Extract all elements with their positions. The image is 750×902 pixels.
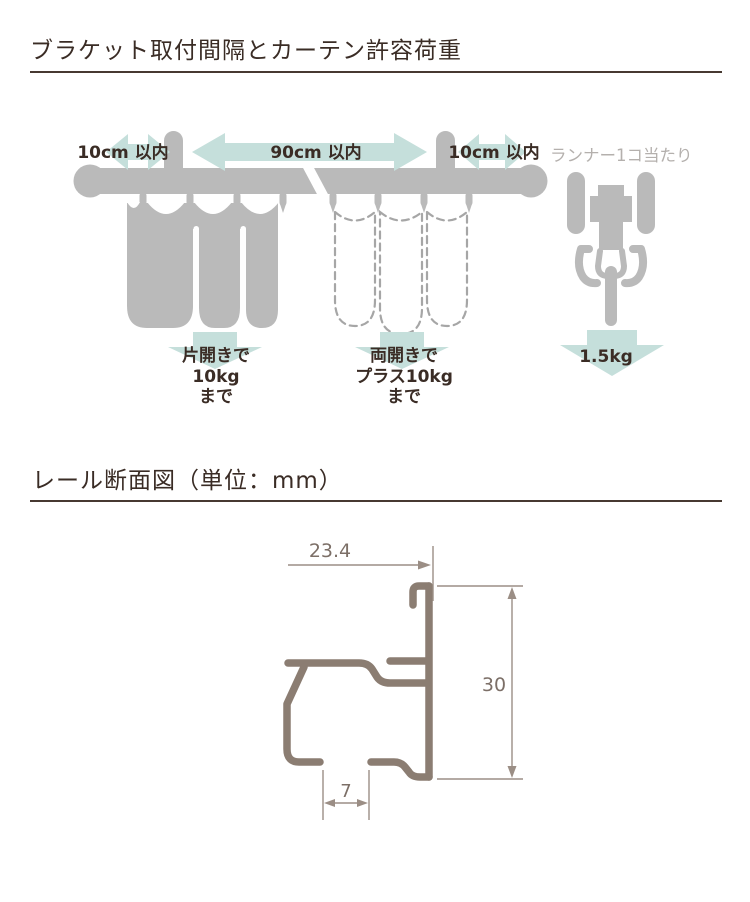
dim-width-arrowhead (418, 560, 431, 570)
claw-right (621, 245, 648, 288)
double-open-line2: プラス10kg (355, 366, 453, 387)
runner-load-arrow-icon (560, 330, 664, 376)
spacing-label-left: 10cm 以内 (77, 142, 168, 163)
runner-pin (605, 266, 617, 326)
load-arrow-single-icon (168, 332, 262, 369)
dim-height-lines (437, 585, 523, 780)
rail-profile (283, 582, 433, 781)
profile-bottom-right (367, 758, 433, 781)
hook (374, 192, 382, 213)
curtain-solid (127, 203, 278, 328)
curtain-dashed (333, 209, 469, 336)
bracket-left (164, 131, 183, 179)
runner-body-tab (598, 185, 624, 198)
double-open-line1: 両開きで (370, 346, 438, 366)
single-open-line3: まで (199, 387, 233, 407)
section1-title-rule (30, 71, 722, 73)
claw-loop (595, 248, 627, 279)
section2-title-rule (30, 500, 722, 502)
spacing-label-right: 10cm 以内 (448, 142, 539, 163)
dim-slot-lines (322, 770, 370, 820)
dim-width-value: 23.4 (309, 540, 351, 562)
runner-load-label: 1.5kg (579, 347, 633, 367)
load-arrow-double-icon (355, 332, 449, 369)
dim-width-lines (288, 546, 434, 601)
spacing-arrow-center-icon (192, 133, 427, 171)
runner-body-column (599, 220, 623, 250)
load-label-single: 片開きで 10kg まで (182, 345, 250, 407)
section1-title: ブラケット取付間隔とカーテン許容荷重 (30, 38, 462, 64)
dim-slot-value: 7 (340, 781, 351, 802)
load-label-double: 両開きで プラス10kg まで (355, 346, 453, 407)
runner-detail: 1.5kg (560, 172, 664, 376)
double-open-line3: まで (387, 387, 421, 407)
curtain-pleat (199, 222, 240, 328)
rail-cross-section-diagram: 23.4 30 7 (283, 540, 523, 820)
curtain-dashed-pleat (333, 209, 377, 328)
section2-title: レール断面図（単位：mm） (32, 468, 343, 494)
bracket-right (436, 131, 455, 179)
dim-height-value: 30 (482, 674, 506, 696)
spacing-arrows (106, 133, 526, 171)
load-arrows (168, 332, 449, 369)
spacing-arrow-right-icon (458, 134, 526, 170)
hook (420, 192, 428, 213)
curtain-dashed-pleat (425, 209, 469, 328)
profile-left-wall (283, 663, 324, 766)
curtain-pleat (246, 222, 278, 328)
runner-side-left (567, 172, 585, 234)
single-open-line2: 10kg (192, 367, 239, 387)
profile-top-edge (284, 659, 431, 687)
single-open-line1: 片開きで (182, 345, 250, 366)
runner-body-shoulder (590, 196, 632, 222)
runner-hook-claw (574, 245, 648, 288)
curtain-top-scallops (127, 202, 279, 306)
hook (465, 192, 473, 213)
dim-height-arrowheads (507, 587, 517, 778)
runner-body (567, 172, 655, 326)
profile-top-hook (409, 582, 433, 609)
bracket-spacing-diagram: 10cm 以内 90cm 以内 10cm 以内 ランナー1コ当たり (73, 131, 693, 407)
spacing-arrow-left-icon (106, 134, 170, 170)
claw-left (574, 245, 601, 288)
dim-slot-arrowheads (324, 799, 368, 807)
hook (329, 192, 337, 213)
curtain-dashed-pleat (378, 209, 424, 336)
curtain-pleat (127, 222, 193, 328)
bracket-pills (164, 131, 455, 179)
spacing-label-center: 90cm 以内 (270, 142, 361, 163)
rail-break-slash (302, 166, 329, 196)
hook (279, 192, 287, 213)
runner-caption: ランナー1コ当たり (550, 146, 693, 165)
runner-side-right (637, 172, 655, 234)
